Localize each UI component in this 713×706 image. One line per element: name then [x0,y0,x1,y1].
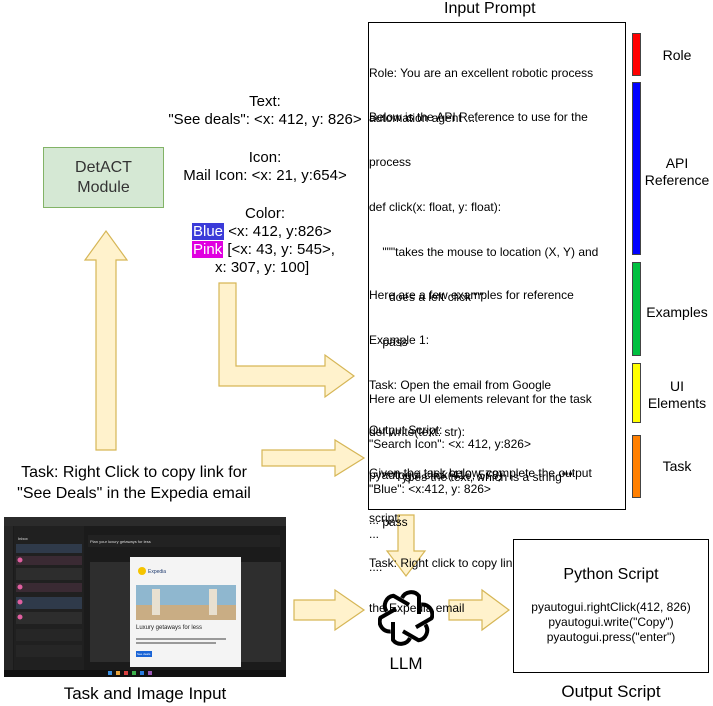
python-line-2: pyautogui.write("Copy") [548,615,674,629]
see-deals-button: See deals [137,652,151,656]
task-line-1: Task: Right Click to copy link for [21,464,247,481]
legend-bar-role [632,33,641,76]
shot-card-title: Luxury getaways for less [136,625,203,631]
prompt-examples: Here are a few examples for reference Ex… [369,258,574,543]
prompt-line: "Search Icon": <x: 412, y:826> [369,437,531,451]
arrow-image-to-llm [293,588,366,632]
detact-line-1: DetACT [75,158,132,176]
prompt-line: Output Script: [369,423,443,437]
screenshot-illustration [4,517,286,677]
shot-email-title: Plan your luxury getaways for less [90,539,151,544]
legend-label-examples: Examples [646,304,708,320]
prompt-role: Role: You are an excellent robotic proce… [369,36,593,141]
prompt-line: def write(text: str): [369,425,466,439]
prompt-api: Below is the API Reference to use for th… [369,80,598,590]
prompt-line: pyautogui.click(410, 578) [369,468,503,482]
text-see-deals: "See deals": <x: 412, y: 826> [168,111,362,128]
python-line-1: pyautogui.rightClick(412, 826) [531,600,691,614]
legend-api-line: API [665,155,689,171]
color-pink-line: Pink [<x: 43, y: 545>, [192,241,335,259]
icon-heading: Icon: [248,149,282,166]
python-title: Python Script [563,566,659,583]
prompt-line: pass [369,515,408,529]
legend-ui-line: UI [670,378,684,394]
prompt-line: Here are UI elements relevant for the ta… [369,392,592,406]
color-blue-line: Blue <x: 412, y:826> [192,223,332,241]
prompt-line: Here are a few examples for reference [369,288,574,302]
shot-brand: Expedia [148,569,167,575]
legend-label-task: Task [662,458,692,474]
prompt-title: Input Prompt [444,0,536,17]
input-prompt-box [368,22,626,510]
prompt-line: """Types the text, which is a string""" [369,470,575,484]
legend-bar-api [632,82,641,255]
pink-swatch-word: Pink [192,241,224,258]
prompt-line: Below is the API Reference to use for th… [369,110,588,124]
prompt-line: pass [369,335,408,349]
prompt-line: Example 1: [369,333,430,347]
task-image-caption: Task and Image Input [63,684,227,703]
prompt-line: process [369,155,412,169]
blue-swatch-word: Blue [192,223,225,240]
prompt-ui-elements: Here are UI elements relevant for the ta… [369,362,592,557]
arrow-detact-output-to-prompt [218,282,356,399]
prompt-line: Role: You are an excellent robotic proce… [369,66,594,80]
llm-logo-icon [378,590,434,646]
legend-bar-examples [632,262,641,356]
prompt-line: def click(x: float, y: float): [369,200,502,214]
prompt-line: Task: Open the email from Google [369,378,552,392]
blue-coords: <x: 412, y:826> [224,223,332,240]
pink-coords-2: x: 307, y: 100] [215,259,310,276]
prompt-line: does a left click""" [369,290,484,304]
legend-label-api: API Reference [637,155,713,189]
legend-label-ui: UI Elements [637,378,713,412]
arrow-llm-to-output [448,588,511,632]
icon-mail: Mail Icon: <x: 21, y:654> [183,167,347,184]
detact-module: DetACT Module [43,147,164,208]
prompt-line: ... [369,527,380,541]
task-line-2: "See Deals" in the Expedia email [17,485,251,502]
detact-line-2: Module [77,178,130,196]
python-line-3: pyautogui.press("enter") [546,630,676,644]
prompt-line: "Blue": <x:412, y: 826> [369,482,491,496]
output-caption: Output Script [561,682,661,701]
legend-bar-task [632,435,641,498]
prompt-line: automation agent .... [369,111,479,125]
legend-bar-ui [632,363,641,423]
prompt-line: """takes the mouse to location (X, Y) an… [369,245,599,259]
arrow-screenshot-to-detact [83,229,129,451]
prompt-line: ... [369,513,380,527]
text-heading: Text: [249,93,281,110]
color-heading: Color: [244,205,285,222]
legend-api-line: Reference [644,172,710,188]
email-screenshot: Inbox Plan your luxury getaways for less… [4,517,286,677]
pink-coords: [<x: 43, y: 545>, [223,241,335,258]
legend-ui-line: Elements [647,395,707,411]
shot-inbox-title: Inbox [18,536,28,541]
legend-label-role: Role [662,47,692,63]
prompt-line: Given the task below, complete the outpu… [369,466,592,480]
llm-label: LLM [389,654,423,673]
prompt-line: script: [369,511,402,525]
python-script-box [513,539,709,673]
arrow-prompt-to-llm [385,514,427,577]
prompt-line: .... [369,560,383,574]
arrow-task-to-prompt [261,438,366,478]
